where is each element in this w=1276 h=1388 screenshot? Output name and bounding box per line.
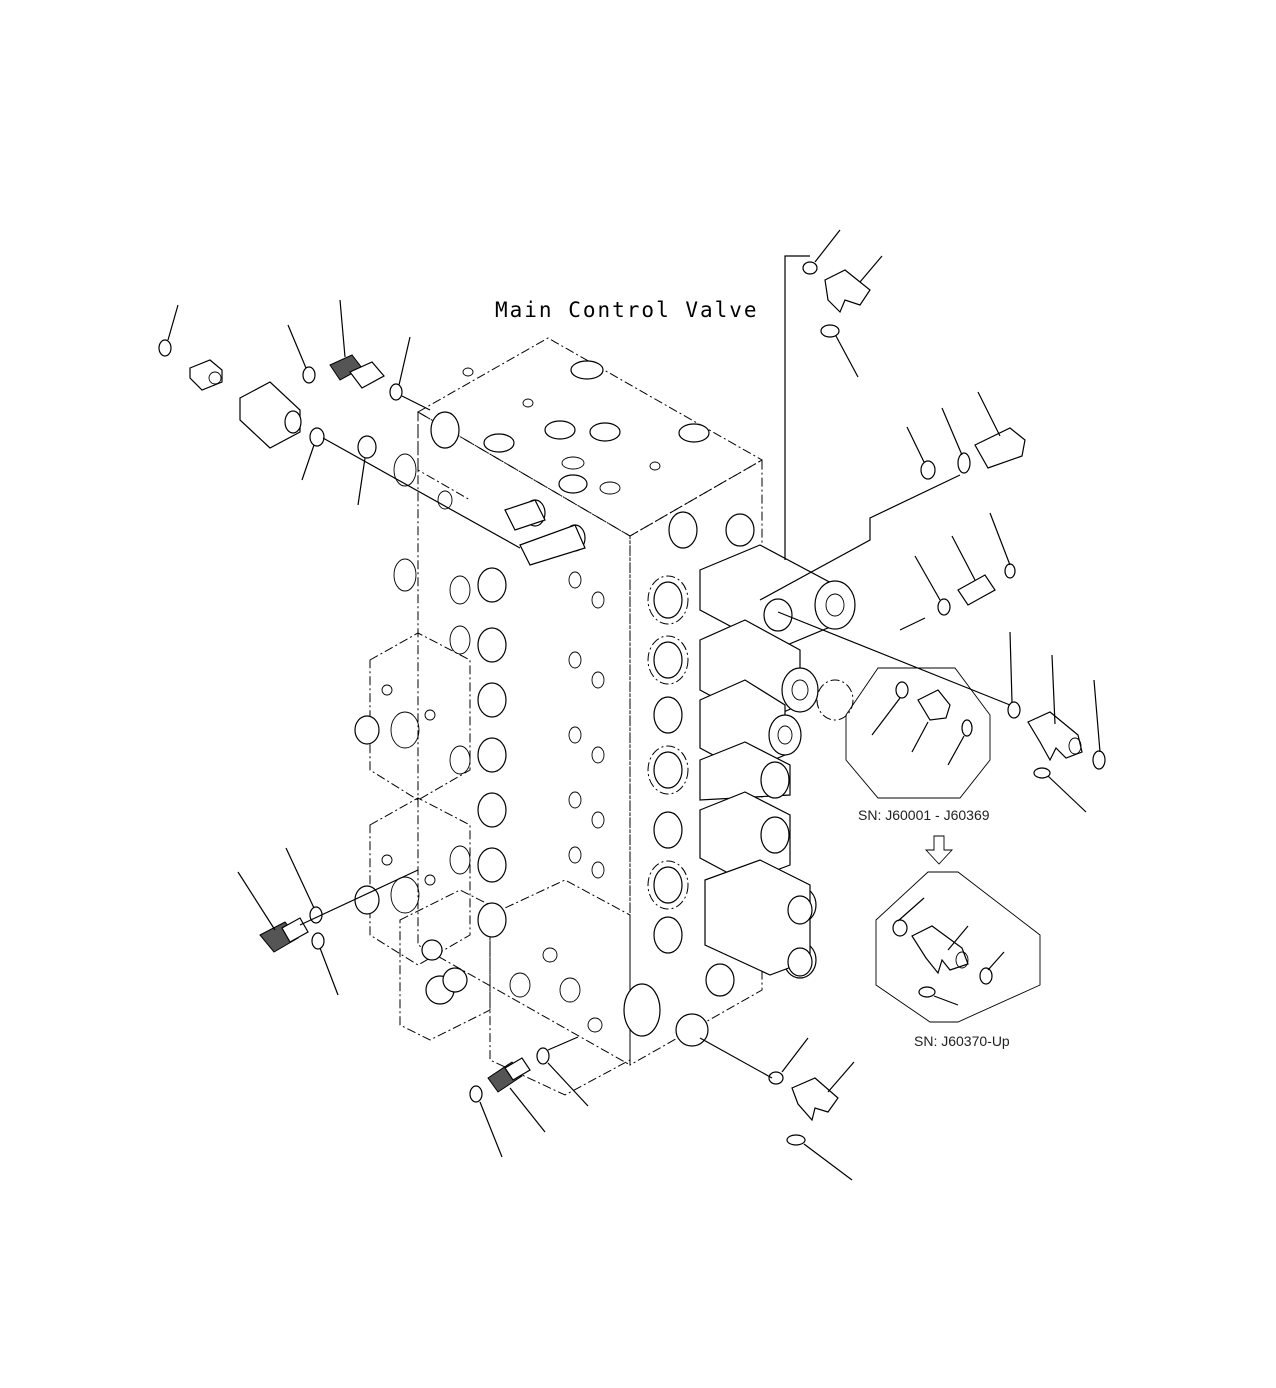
o-ring-icon — [921, 461, 935, 479]
o-ring-icon — [769, 1072, 783, 1084]
o-ring-icon — [1008, 702, 1020, 718]
lower-plugs — [422, 940, 708, 1046]
inset-late-frame — [876, 872, 1040, 1022]
o-ring-icon — [893, 920, 907, 936]
o-ring-icon — [1034, 768, 1050, 778]
o-ring-icon — [962, 720, 972, 736]
bottom-center-parts — [470, 1037, 588, 1157]
o-ring-icon — [358, 436, 376, 458]
serial-range-late-label: SN: J60370-Up — [914, 1033, 1010, 1049]
o-ring-icon — [310, 907, 322, 923]
o-ring-icon — [159, 340, 171, 356]
o-ring-icon — [1005, 564, 1015, 578]
lower-left-parts — [238, 848, 418, 995]
o-ring-icon — [390, 384, 402, 400]
o-ring-icon — [303, 367, 315, 383]
top-left-connector — [431, 412, 585, 565]
o-ring-icon — [537, 1048, 549, 1064]
front-face-ports — [569, 572, 604, 878]
main-control-valve-body — [355, 338, 855, 1095]
solenoid-cylinders — [700, 514, 855, 996]
down-arrow-icon — [926, 836, 952, 864]
o-ring-icon — [1093, 751, 1105, 769]
o-ring-icon — [980, 968, 992, 984]
spool-section-caps — [648, 512, 697, 953]
bottom-right-parts — [700, 1038, 854, 1180]
inset-early-frame — [846, 668, 990, 798]
o-ring-icon — [310, 428, 324, 446]
serial-range-early-label: SN: J60001 - J60369 — [858, 807, 990, 823]
o-ring-icon — [803, 262, 817, 274]
o-ring-icon — [938, 599, 950, 615]
top-cap-bolts — [463, 361, 709, 494]
o-ring-icon — [919, 987, 935, 997]
o-ring-icon — [896, 682, 908, 698]
upper-right-parts — [760, 230, 1025, 630]
o-ring-icon — [787, 1135, 805, 1145]
o-ring-icon — [470, 1086, 482, 1102]
upper-left-parts — [159, 300, 520, 548]
flange-bolts — [355, 454, 435, 914]
diagram-title: Main Control Valve — [495, 298, 759, 322]
o-ring-icon — [821, 325, 839, 337]
o-ring-icon — [958, 453, 970, 473]
left-face-ports — [438, 491, 506, 937]
o-ring-icon — [312, 933, 324, 949]
